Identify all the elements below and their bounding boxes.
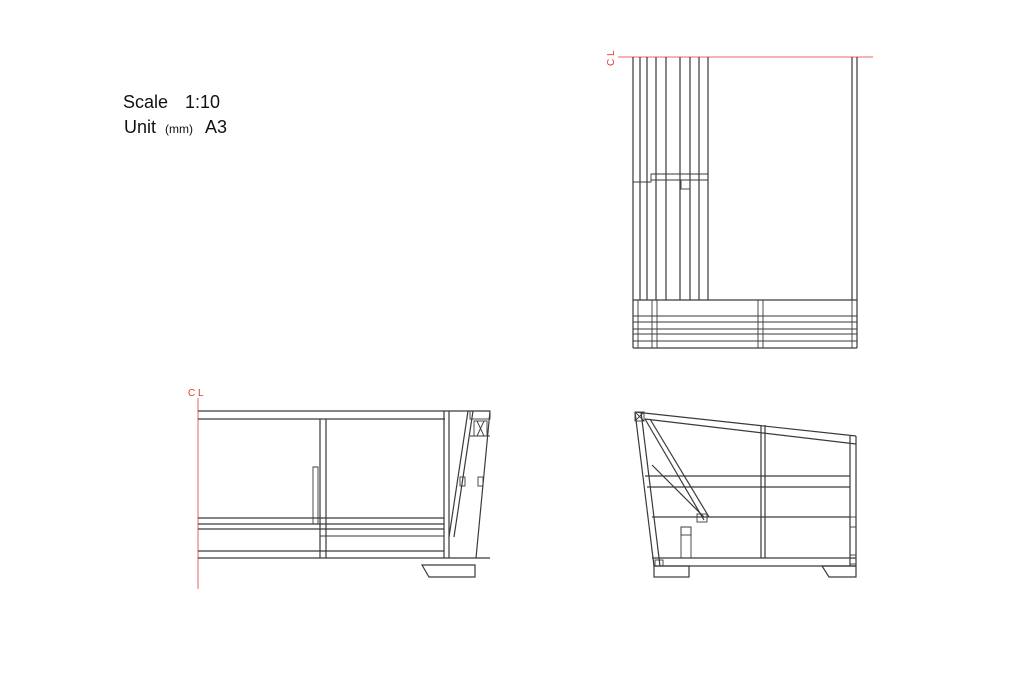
front-view: C L [188,388,491,589]
scale-annotation: Scale 1:10 [123,92,220,112]
scale-value: 1:10 [185,92,220,112]
unit-measure: (mm) [165,122,193,136]
unit-annotation: Unit (mm) A3 [124,117,227,137]
scale-label: Scale [123,92,168,112]
paper-size: A3 [205,117,227,137]
side-view [634,411,857,578]
top-view: C L [606,50,873,349]
centerline-label-top: C L [606,50,617,66]
unit-label: Unit [124,117,156,137]
centerline-label-front: C L [188,388,204,399]
